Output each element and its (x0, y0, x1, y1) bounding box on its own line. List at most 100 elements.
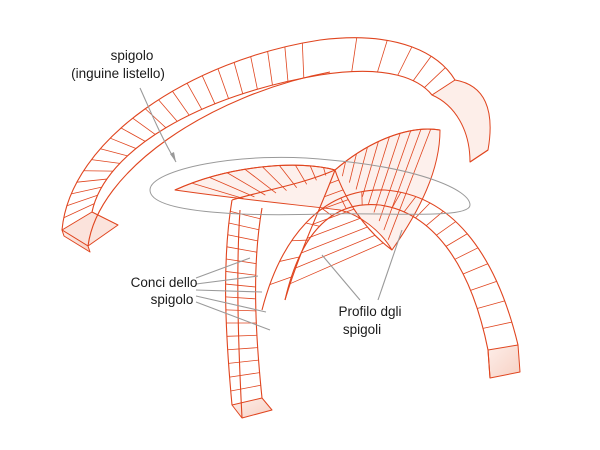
voussoir-joint (267, 51, 273, 86)
voussoir-joint (284, 46, 289, 82)
voussoir-joint (383, 129, 422, 231)
voussoir-joint (373, 133, 401, 213)
voussoir-joint (63, 203, 95, 219)
groin-guide-ellipse (149, 156, 471, 216)
back-barrel-arch (61, 37, 456, 247)
voussoir-joint (340, 197, 347, 209)
voussoir-joint (445, 233, 468, 247)
voussoir-joint (250, 56, 258, 90)
voussoir-joint (226, 246, 257, 253)
voussoir-joint (110, 137, 137, 149)
voussoir-joint (230, 384, 261, 392)
conci-leaders (195, 257, 271, 331)
label-spigolo-line1: spigolo (111, 48, 154, 63)
voussoir-joint (230, 210, 261, 220)
voussoir-joint (244, 168, 277, 194)
label-profilo-line2: spigoli (343, 322, 381, 337)
left-front-arch (225, 199, 273, 419)
voussoir-joint (329, 179, 339, 184)
left-front-arch-blocks (225, 210, 261, 392)
voussoir-joint (229, 372, 260, 378)
spigolo-arrowhead (170, 152, 176, 162)
voussoir-joint (309, 165, 317, 181)
voussoir-joint (312, 208, 355, 225)
voussoir-joint (132, 117, 156, 135)
voussoir-joint (403, 196, 417, 213)
back-arch-footing (61, 229, 91, 253)
voussoir-joint (269, 276, 292, 286)
voussoir-joint (391, 192, 402, 208)
voussoir-joint (318, 199, 349, 211)
voussoir-joint (367, 136, 390, 205)
voussoir-joint (227, 347, 258, 351)
voussoir-joint (227, 234, 258, 242)
voussoir-joint (454, 247, 479, 260)
profilo-leader-left (321, 254, 361, 301)
voussoir-joint (355, 147, 368, 190)
voussoir-joint (226, 334, 257, 337)
voussoir-joint (233, 62, 244, 94)
right-front-arch (261, 189, 521, 379)
voussoir-joint (201, 75, 216, 104)
voussoir-joint (306, 217, 361, 239)
voussoir-joint (351, 37, 358, 72)
voussoir-joint (341, 161, 347, 177)
voussoir-joint (144, 108, 167, 129)
label-conci-line1: Conci dello (131, 275, 198, 290)
voussoir-joint (362, 141, 379, 197)
labels: spigolo (inguine listello) Conci dello s… (71, 48, 401, 337)
voussoir-joint (290, 242, 384, 285)
voussoir-joint (191, 182, 244, 199)
voussoir-joint (100, 148, 128, 157)
label-spigolo-line2: (inguine listello) (71, 66, 165, 81)
voussoir-joint (377, 40, 388, 73)
voussoir-joint (301, 226, 368, 254)
label-profilo-line1: Profilo dgli (338, 304, 401, 319)
voussoir-joint (397, 46, 413, 76)
voussoir-joint (412, 56, 432, 81)
voussoir-joint (76, 178, 107, 183)
voussoir-joint (301, 43, 305, 78)
annotation-leaders (139, 87, 471, 331)
voussoir-joint (462, 263, 488, 275)
voussoir-joint (477, 300, 505, 309)
voussoir-joint (66, 194, 98, 207)
voussoir-joint (470, 281, 497, 291)
voussoir-joint (217, 68, 229, 99)
groin-blocks (191, 128, 432, 285)
voussoir-joint (225, 296, 256, 300)
voussoir-joint (387, 128, 432, 240)
voussoir-joint (415, 202, 431, 219)
voussoir-joint (279, 256, 300, 262)
voussoir-joint (262, 166, 287, 191)
voussoir-joint (226, 172, 266, 196)
voussoir-joint (295, 164, 308, 185)
voussoir-joint (228, 359, 259, 364)
voussoir-joint (91, 159, 120, 164)
voussoir-joint (209, 176, 255, 198)
voussoir-joint (225, 309, 256, 312)
profilo-leader-right (377, 229, 403, 301)
voussoir-joint (172, 91, 190, 116)
voussoir-joint (291, 239, 309, 242)
voussoir-joint (482, 321, 512, 329)
voussoir-joint (120, 127, 146, 142)
voussoir-joint (228, 222, 259, 231)
voussoir-joint (225, 283, 256, 288)
voussoir-joint (71, 186, 102, 195)
voussoir-joint (323, 167, 327, 176)
voussoir-joint (305, 222, 320, 227)
voussoir-joint (158, 99, 178, 122)
voussoir-joint (348, 153, 357, 183)
right-back-abutment (431, 79, 491, 163)
voussoir-joint (186, 83, 203, 110)
voussoir-joint (324, 189, 344, 198)
voussoir-joint (295, 234, 376, 269)
label-conci-line2: spigolo (151, 292, 194, 307)
voussoir-joint (424, 67, 446, 88)
voussoir-joint (225, 271, 256, 276)
voussoir-joint (279, 165, 298, 189)
back-arch-voussoirs (63, 37, 446, 219)
